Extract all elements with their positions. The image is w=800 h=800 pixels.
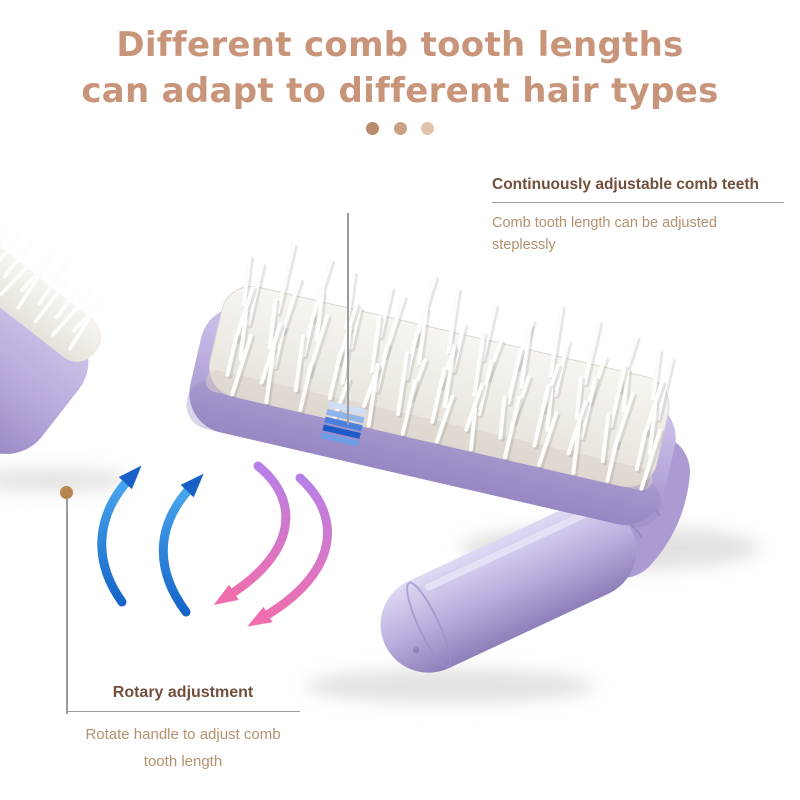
brush-handle [380, 502, 637, 673]
title-dot [366, 122, 380, 136]
rotation-arrows [97, 461, 333, 627]
title-dot [420, 122, 434, 136]
page-title: Different comb tooth lengths can adapt t… [0, 22, 800, 114]
handle-point-marker [60, 486, 73, 499]
blue-up-arrow [158, 473, 204, 617]
handle-pin-hole [413, 647, 420, 654]
pink-down-arrow [213, 461, 291, 606]
callout-line-bottom [66, 499, 68, 714]
feature-bottom-description: Rotate handle to adjust comb tooth lengt… [85, 726, 281, 770]
brush-head [186, 243, 676, 528]
title-line-1: Different comb tooth lengths [116, 25, 684, 65]
title-dots [0, 120, 800, 138]
title-dot [393, 122, 407, 136]
blue-up-arrow [97, 465, 142, 607]
secondary-bristles [0, 228, 106, 351]
secondary-brush [0, 169, 106, 454]
feature-bottom-heading: Rotary adjustment [66, 684, 300, 712]
title-line-2: can adapt to different hair types [81, 71, 719, 111]
feature-callout-top: Continuously adjustable comb teeth Comb … [492, 176, 784, 256]
callout-line-top [347, 213, 349, 425]
feature-callout-bottom: Rotary adjustment Rotate handle to adjus… [66, 684, 300, 775]
comb-teeth [225, 243, 676, 493]
pink-down-arrow [247, 473, 333, 627]
feature-top-heading: Continuously adjustable comb teeth [492, 176, 784, 203]
feature-top-description: Comb tooth length can be adjusted steple… [492, 215, 717, 253]
